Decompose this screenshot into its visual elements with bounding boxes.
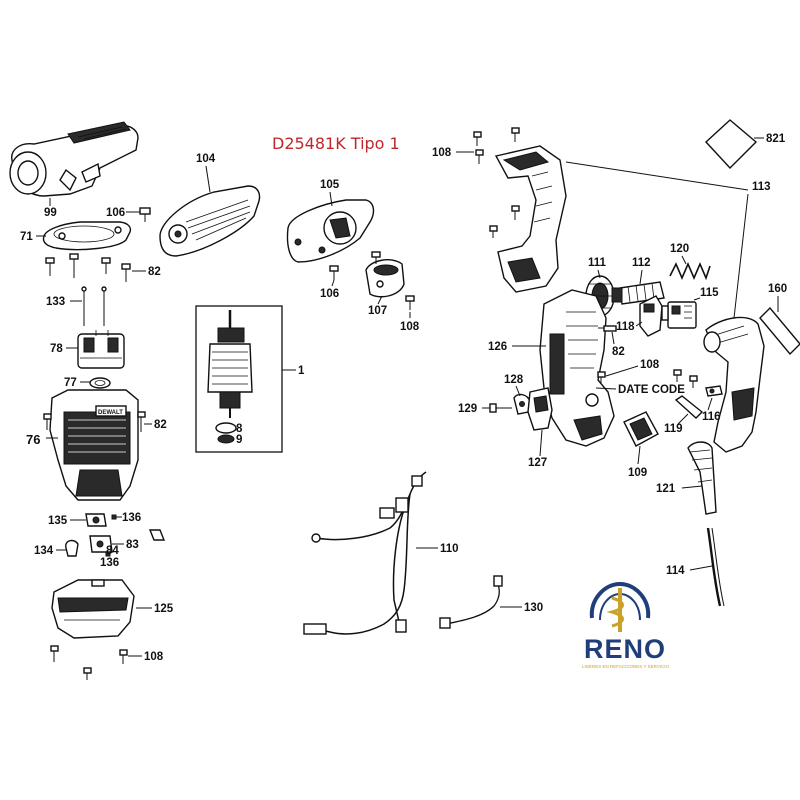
part-1-armature-assembly	[195, 305, 283, 453]
part-114-cord	[706, 527, 725, 607]
part-115-switch	[661, 301, 697, 329]
label-82-right: 82	[612, 346, 625, 358]
part-130-wire	[439, 575, 503, 629]
date-code-label: DATE CODE	[618, 384, 685, 396]
label-129: 129	[458, 403, 477, 415]
part-71-gear-plate	[42, 221, 132, 251]
label-109: 109	[628, 467, 647, 479]
part-109-gasket	[623, 411, 659, 447]
label-108-top-right: 108	[432, 147, 452, 159]
label-77: 77	[64, 377, 77, 389]
label-106-left: 106	[106, 207, 125, 219]
label-8: 8	[236, 423, 243, 435]
label-107: 107	[368, 305, 387, 317]
label-125: 125	[154, 603, 174, 615]
reno-logo: RENO LIDERES EN REFACCIONES Y SERVICIO	[582, 581, 670, 669]
part-105-switch-plate	[286, 199, 375, 263]
part-104-side-cover	[159, 185, 261, 257]
label-110: 110	[440, 543, 459, 555]
part-76-motor-housing: DEWALT	[49, 389, 139, 501]
label-108-bottom: 108	[144, 651, 164, 663]
label-134: 134	[34, 545, 54, 557]
label-84: 84	[106, 545, 119, 557]
label-119: 119	[664, 423, 683, 435]
part-113-handle-half	[494, 145, 567, 293]
label-78: 78	[50, 343, 63, 355]
label-108-right: 108	[640, 359, 660, 371]
part-82-screws-side	[43, 411, 146, 432]
label-111: 111	[588, 257, 607, 269]
label-1: 1	[298, 365, 305, 377]
label-126: 126	[488, 341, 507, 353]
part-106-screw-left	[139, 207, 151, 222]
diagram-title: D25481K Tipo 1	[272, 134, 400, 153]
label-120: 120	[670, 243, 689, 255]
label-130: 130	[524, 602, 543, 614]
label-127: 127	[528, 457, 547, 469]
part-821-label	[705, 119, 758, 170]
label-76: 76	[26, 432, 40, 447]
label-82-side: 82	[154, 419, 167, 431]
part-125-rear-cap	[51, 579, 135, 639]
part-108-screws-right	[597, 369, 698, 388]
label-83: 83	[126, 539, 139, 551]
part-108-screws-bottom	[50, 645, 128, 680]
label-160: 160	[768, 283, 787, 295]
part-108-screws-top-right	[473, 127, 520, 238]
label-99: 99	[44, 207, 57, 219]
label-135: 135	[48, 515, 68, 527]
part-126-gear-housing	[539, 289, 615, 447]
part-110-cable-harness	[303, 471, 427, 635]
part-116-pin	[705, 385, 723, 397]
part-127-lever	[527, 387, 553, 431]
label-136-top: 136	[122, 512, 141, 524]
part-77-bearing	[89, 377, 111, 389]
part-99-front-housing	[9, 121, 139, 197]
part-120-spring	[669, 261, 711, 281]
label-133: 133	[46, 296, 65, 308]
label-128: 128	[504, 374, 524, 386]
label-114: 114	[666, 565, 685, 577]
label-108-center: 108	[400, 321, 420, 333]
label-821: 821	[766, 133, 786, 145]
part-rear-handle	[703, 316, 765, 453]
label-112: 112	[632, 257, 651, 269]
part-107-mode-knob	[365, 251, 405, 298]
label-106-center: 106	[320, 288, 339, 300]
part-119-rod	[674, 395, 704, 419]
part-129-screw	[489, 403, 512, 413]
label-104: 104	[196, 153, 216, 165]
part-108-screw-center	[405, 295, 415, 310]
part-135-switch-parts	[65, 513, 166, 557]
label-82-top: 82	[148, 266, 161, 278]
label-118: 118	[616, 321, 635, 333]
label-113: 113	[752, 181, 771, 193]
label-9: 9	[236, 434, 242, 446]
part-133-rods	[81, 286, 107, 326]
logo-name: RENO	[584, 634, 666, 664]
part-82-screws-top	[45, 253, 131, 282]
part-128-latch	[513, 393, 531, 415]
part-106-screw-center	[329, 265, 339, 280]
logo-tagline: LIDERES EN REFACCIONES Y SERVICIO	[582, 664, 670, 669]
label-121: 121	[656, 483, 676, 495]
label-136-bottom: 136	[100, 557, 119, 569]
part-118-pawl	[639, 295, 663, 337]
part-121-cord-guard	[687, 441, 717, 515]
part-78-brush-holder	[77, 330, 125, 369]
part-160-bar	[759, 306, 800, 356]
part-82-screw-right	[598, 325, 617, 332]
label-71: 71	[20, 231, 33, 243]
label-105: 105	[320, 179, 340, 191]
label-115: 115	[700, 287, 719, 299]
dewalt-mark: DEWALT	[98, 410, 123, 416]
label-116: 116	[702, 411, 721, 423]
